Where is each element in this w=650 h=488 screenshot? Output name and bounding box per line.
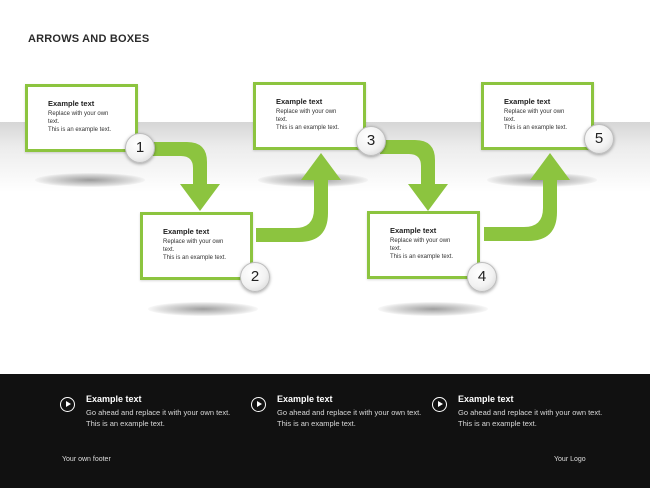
box-line-3: This is an example text.: [48, 127, 112, 133]
footer-item-body: Go ahead and replace it with your own te…: [86, 408, 231, 428]
box-line-3: This is an example text.: [163, 255, 227, 261]
footer-item-title: Example text: [458, 394, 514, 404]
footer-bar: Example text Go ahead and replace it wit…: [0, 374, 650, 488]
box-shadow-4: [378, 302, 488, 316]
footer-item-body: Go ahead and replace it with your own te…: [458, 408, 603, 428]
box-line-1: Replace with your own: [163, 239, 224, 245]
box-title: Example text: [163, 227, 210, 236]
step-box-2: Example text Replace with your own text.…: [140, 212, 253, 280]
footer-text: Your own footer: [62, 456, 111, 463]
footer-logo-text: Your Logo: [554, 456, 586, 463]
step-number-badge-1: 1: [125, 133, 155, 163]
step-number-badge-5: 5: [584, 124, 614, 154]
box-line-3: This is an example text.: [504, 125, 568, 131]
box-line-1: Replace with your own: [48, 111, 109, 117]
play-circle-icon: [251, 397, 266, 412]
box-line-1: Replace with your own: [276, 109, 337, 115]
play-circle-icon: [432, 397, 447, 412]
step-box-3: Example text Replace with your own text.…: [253, 82, 366, 150]
arrow-1-to-2: [150, 142, 220, 211]
box-shadow-2: [148, 302, 258, 316]
step-number-badge-4: 4: [467, 262, 497, 292]
step-number-badge-3: 3: [356, 126, 386, 156]
box-title: Example text: [504, 97, 551, 106]
box-line-2: text.: [163, 247, 175, 253]
step-box-1: Example text Replace with your own text.…: [25, 84, 138, 152]
box-line-1: Replace with your own: [390, 238, 451, 244]
box-line-2: text.: [48, 119, 60, 125]
play-circle-icon: [60, 397, 75, 412]
box-line-2: text.: [276, 117, 288, 123]
page-title: ARROWS AND BOXES: [28, 33, 150, 45]
box-line-3: This is an example text.: [276, 125, 340, 131]
box-title: Example text: [48, 99, 95, 108]
footer-item-title: Example text: [86, 394, 142, 404]
step-number-badge-2: 2: [240, 262, 270, 292]
box-line-2: text.: [504, 117, 516, 123]
step-box-4: Example text Replace with your own text.…: [367, 211, 480, 279]
box-shadow-1: [35, 173, 145, 187]
box-title: Example text: [276, 97, 323, 106]
box-line-3: This is an example text.: [390, 254, 454, 260]
arrow-2-to-3: [256, 153, 341, 242]
arrow-4-to-5: [484, 153, 570, 241]
arrow-3-to-4: [380, 140, 448, 211]
footer-item-body: Go ahead and replace it with your own te…: [277, 408, 422, 428]
box-title: Example text: [390, 226, 437, 235]
box-line-1: Replace with your own: [504, 109, 565, 115]
box-line-2: text.: [390, 246, 402, 252]
step-box-5: Example text Replace with your own text.…: [481, 82, 594, 150]
footer-item-title: Example text: [277, 394, 333, 404]
